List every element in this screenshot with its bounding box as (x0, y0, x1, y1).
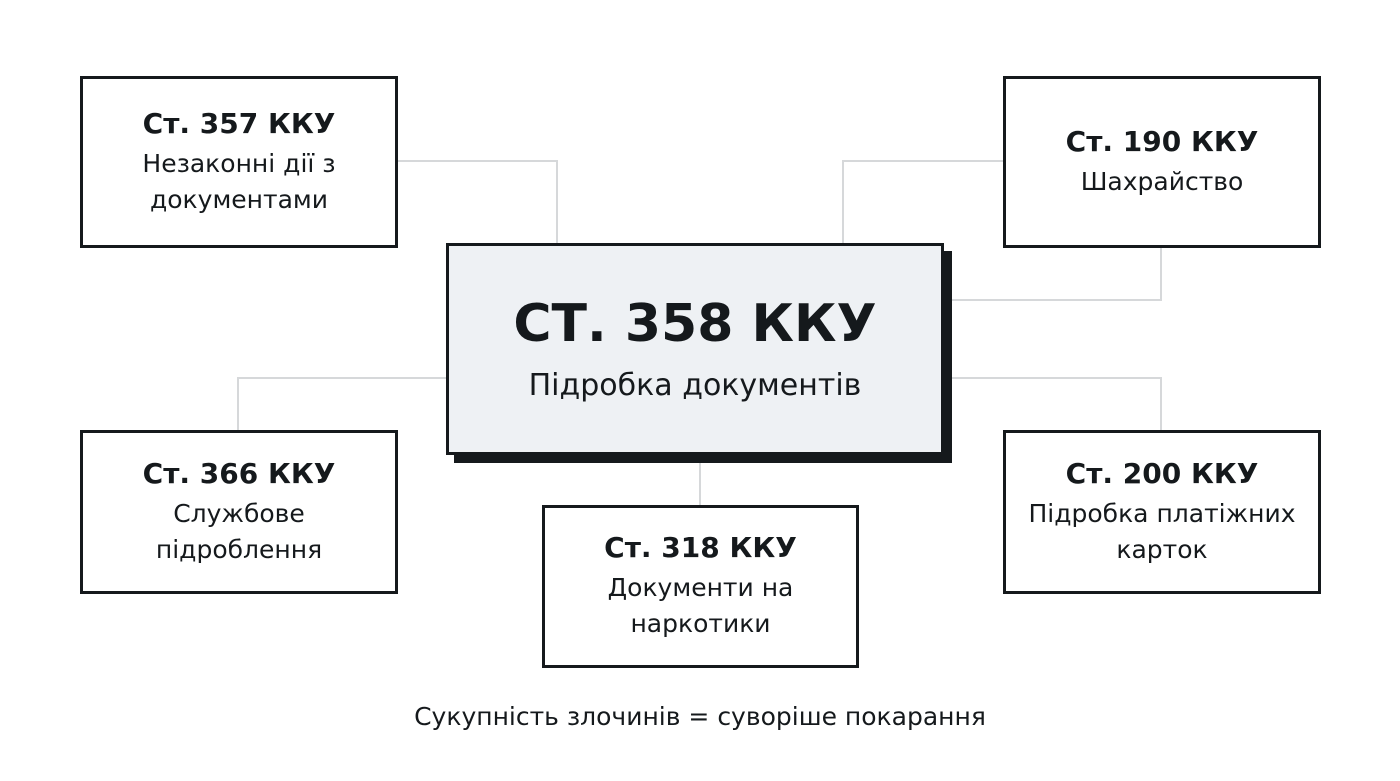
connector-357 (398, 160, 558, 162)
connector-357 (556, 160, 558, 244)
article-366-box: Ст. 366 ККУ Службове підроблення (80, 430, 398, 594)
article-title: Ст. 190 ККУ (1065, 124, 1259, 158)
article-318-box: Ст. 318 ККУ Документи на наркотики (542, 505, 859, 668)
article-190-box: Ст. 190 ККУ Шахрайство (1003, 76, 1321, 248)
article-title: Ст. 318 ККУ (604, 531, 797, 564)
article-subtitle: Підробка платіжних карток (1028, 498, 1296, 564)
central-article-box: СТ. 358 ККУ Підробка документів (446, 243, 944, 455)
article-title: Ст. 200 ККУ (1065, 456, 1259, 490)
connector-190 (842, 160, 844, 244)
article-subtitle: Шахрайство (1080, 166, 1244, 196)
connector-190-lower (1160, 248, 1162, 301)
connector-318 (699, 462, 701, 506)
central-subtitle: Підробка документів (528, 368, 862, 403)
article-subtitle: Незаконні дії з документами (142, 148, 336, 214)
footer-caption: Сукупність злочинів = суворіше покарання (414, 702, 986, 731)
article-title: Ст. 357 ККУ (142, 106, 336, 140)
article-subtitle: Службове підроблення (155, 498, 323, 564)
connector-190-lower (952, 299, 1162, 301)
article-200-box: Ст. 200 ККУ Підробка платіжних карток (1003, 430, 1321, 594)
connector-200 (952, 377, 1162, 379)
connector-200 (1160, 377, 1162, 431)
central-title: СТ. 358 ККУ (513, 294, 877, 354)
article-357-box: Ст. 357 ККУ Незаконні дії з документами (80, 76, 398, 248)
article-subtitle: Документи на наркотики (607, 573, 794, 638)
article-title: Ст. 366 ККУ (142, 456, 336, 490)
connector-190 (842, 160, 1004, 162)
connector-366 (237, 377, 239, 431)
connector-366 (237, 377, 447, 379)
